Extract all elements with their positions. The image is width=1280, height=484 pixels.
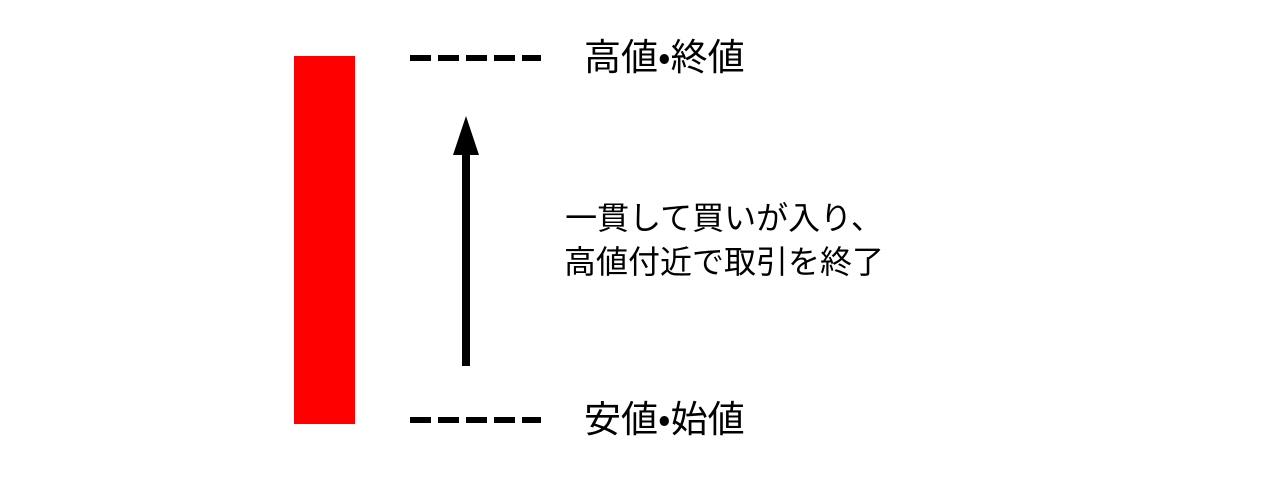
candle-body bbox=[294, 56, 355, 424]
annotation-line-1: 一貫して買いが入り、 bbox=[565, 199, 883, 237]
high-close-label: 高値・終値 bbox=[584, 36, 745, 79]
up-arrow-glyph bbox=[453, 116, 479, 366]
annotation-line-2: 高値付近で取引を終了 bbox=[563, 243, 884, 281]
low-open-leader-line bbox=[410, 417, 541, 423]
up-arrow-icon bbox=[440, 110, 492, 372]
low-open-label: 安値・始値 bbox=[584, 398, 745, 441]
high-close-leader-line bbox=[410, 55, 541, 61]
annotation-text: 一貫して買いが入り、 高値付近で取引を終了 bbox=[524, 196, 924, 284]
